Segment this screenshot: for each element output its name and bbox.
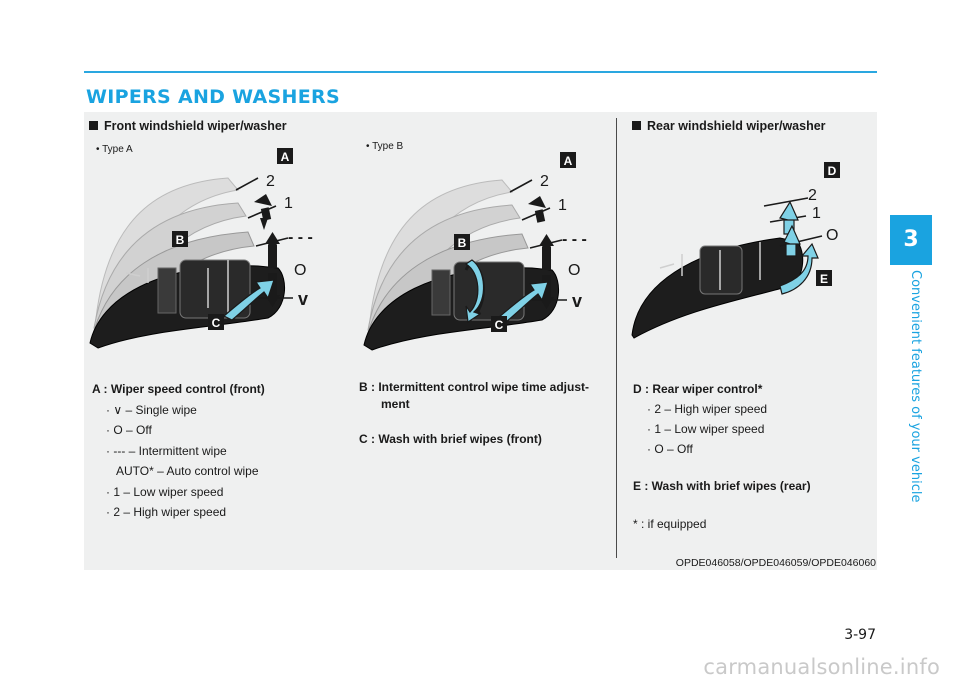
legend-a-item: · --- – Intermittent wipe	[106, 443, 227, 458]
front-b-position-2: 2	[540, 173, 549, 190]
top-rule	[84, 71, 877, 73]
svg-text:B: B	[458, 236, 467, 250]
front-b-position-off: O	[568, 262, 580, 279]
marker-d	[824, 162, 840, 178]
page-number: 3-97	[844, 627, 876, 643]
legend-b-title: B : Intermittent control wipe time adjus…	[359, 380, 590, 394]
rear-wiper-illustration: 2 1 O D E	[631, 162, 840, 339]
legend-a-item: · ∨ – Single wipe	[106, 402, 197, 417]
image-code: OPDE046058/OPDE046059/OPDE046060	[675, 557, 876, 569]
legend-a-item: AUTO* – Auto control wipe	[116, 464, 259, 478]
chapter-title: Convenient features of your vehicle	[908, 270, 923, 503]
legend-a-item: · 2 – High wiper speed	[106, 505, 227, 519]
front-a-position-2: 2	[266, 173, 275, 190]
marker-b	[454, 234, 470, 250]
rear-position-2: 2	[808, 187, 817, 204]
legend-d: D : Rear wiper control* · 2 – High wiper…	[633, 379, 873, 534]
legend-a-item: · 1 – Low wiper speed	[106, 484, 224, 499]
front-b-position-intermittent: - - -	[562, 231, 587, 248]
rear-position-off: O	[826, 227, 838, 244]
marker-a	[560, 152, 576, 168]
type-b-label: • Type B	[366, 141, 404, 152]
column-divider	[616, 118, 617, 558]
svg-text:A: A	[281, 150, 290, 164]
legend-e-title: E : Wash with brief wipes (rear)	[633, 479, 811, 493]
square-bullet-icon	[632, 121, 641, 130]
front-a-position-1: 1	[284, 195, 293, 212]
marker-c	[208, 314, 224, 330]
rear-position-1: 1	[812, 205, 821, 222]
rear-heading: Rear windshield wiper/washer	[632, 119, 826, 133]
legend-d-item: · 1 – Low wiper speed	[647, 422, 765, 436]
legend-d-item: · 2 – High wiper speed	[647, 402, 768, 416]
front-a-position-single: v	[298, 289, 308, 309]
type-a-wiper-illustration: 2 1 - - - O v A B C	[89, 148, 313, 349]
watermark: carmanualsonline.info	[703, 655, 940, 679]
legend-c-title: C : Wash with brief wipes (front)	[359, 432, 542, 446]
section-title: WIPERS AND WASHERS	[86, 86, 340, 108]
type-b-wiper-illustration: 2 1 - - - O v A B C	[363, 152, 587, 351]
legend-a: A : Wiper speed control (front) · ∨ – Si…	[92, 379, 265, 523]
square-bullet-icon	[89, 121, 98, 130]
front-a-position-off: O	[294, 262, 306, 279]
legend-b-title-cont: ment	[381, 397, 410, 411]
svg-text:A: A	[564, 154, 573, 168]
front-b-position-single: v	[572, 291, 582, 311]
marker-e	[816, 270, 832, 286]
marker-c	[491, 316, 507, 332]
marker-b	[172, 231, 188, 247]
svg-text:D: D	[828, 164, 837, 178]
legend-d-title: D : Rear wiper control*	[633, 382, 763, 396]
front-a-position-intermittent: - - -	[288, 229, 313, 246]
front-b-position-1: 1	[558, 197, 567, 214]
svg-text:C: C	[212, 316, 221, 330]
type-a-label: • Type A	[96, 144, 133, 155]
chapter-tab: 3	[890, 215, 932, 265]
legend-a-item: · O – Off	[106, 423, 152, 437]
marker-a	[277, 148, 293, 164]
svg-text:B: B	[176, 233, 185, 247]
svg-text:C: C	[495, 318, 504, 332]
legend-d-item: · O – Off	[647, 442, 693, 456]
legend-a-title: A : Wiper speed control (front)	[92, 382, 265, 396]
legend-b: B : Intermittent control wipe time adjus…	[359, 379, 609, 448]
svg-text:E: E	[820, 272, 828, 286]
footnote: * : if equipped	[633, 517, 707, 531]
front-heading: Front windshield wiper/washer	[89, 119, 287, 133]
